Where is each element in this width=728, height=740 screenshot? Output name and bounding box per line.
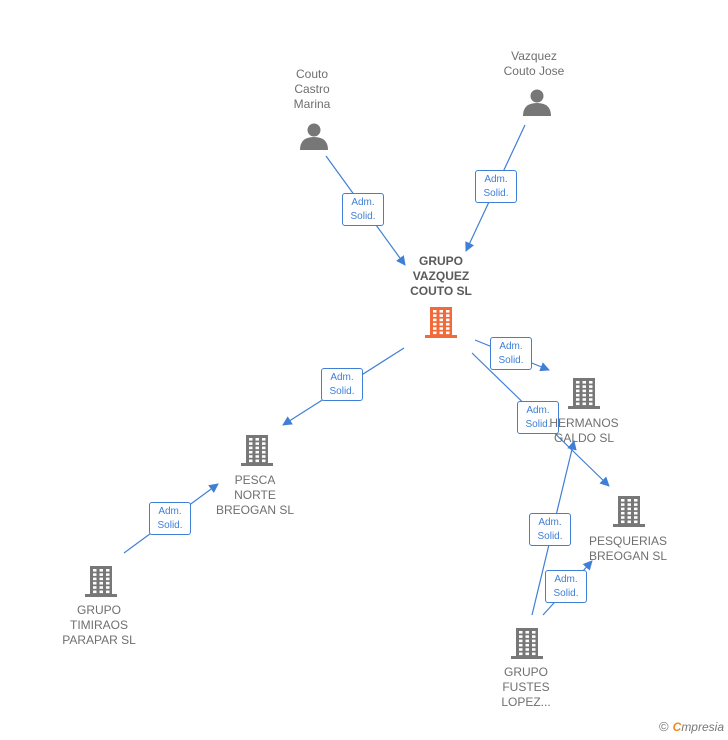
edge-label-grupo-fustes-to-hermanos-galdo[interactable]: Adm. Solid. xyxy=(529,513,571,546)
building-icon[interactable] xyxy=(511,628,543,659)
node-label-grupo-timiraos[interactable]: GRUPO TIMIRAOS PARAPAR SL xyxy=(62,603,136,647)
edge-label-grupo-vazquez-to-pesquerias-breogan[interactable]: Adm. Solid. xyxy=(517,401,559,434)
node-label-pesquerias-breogan[interactable]: PESQUERIAS BREOGAN SL xyxy=(588,534,668,563)
brand-initial: C xyxy=(672,720,682,734)
brand-name: mpresia xyxy=(681,720,724,734)
edge-label-grupo-vazquez-to-pesca-norte[interactable]: Adm. Solid. xyxy=(321,368,363,401)
brand-logo: ©Cmpresia xyxy=(659,719,724,734)
edge-label-couto-castro-to-grupo-vazquez[interactable]: Adm. Solid. xyxy=(342,193,384,226)
node-label-vazquez-couto[interactable]: Vazquez Couto Jose xyxy=(503,49,565,78)
edge-label-vazquez-couto-to-grupo-vazquez[interactable]: Adm. Solid. xyxy=(475,170,517,203)
person-icon[interactable] xyxy=(300,123,328,151)
building-icon[interactable] xyxy=(85,566,117,597)
building-icon[interactable] xyxy=(613,496,645,527)
node-label-hermanos-galdo[interactable]: HERMANOS GALDO SL xyxy=(549,416,619,445)
node-label-grupo-fustes[interactable]: GRUPO FUSTES LOPEZ... xyxy=(501,665,551,709)
edge-label-grupo-timiraos-to-pesca-norte[interactable]: Adm. Solid. xyxy=(149,502,191,535)
building-icon[interactable] xyxy=(241,435,273,466)
node-label-couto-castro[interactable]: Couto Castro Marina xyxy=(293,67,331,111)
building-icon[interactable] xyxy=(425,307,457,338)
copyright-symbol: © xyxy=(659,719,669,734)
person-icon[interactable] xyxy=(523,89,551,117)
edge-label-grupo-fustes-to-pesquerias-breogan[interactable]: Adm. Solid. xyxy=(545,570,587,603)
edge-label-grupo-vazquez-to-hermanos-galdo[interactable]: Adm. Solid. xyxy=(490,337,532,370)
node-label-pesca-norte[interactable]: PESCA NORTE BREOGAN SL xyxy=(215,473,295,517)
building-icon[interactable] xyxy=(568,378,600,409)
node-label-grupo-vazquez[interactable]: GRUPO VAZQUEZ COUTO SL xyxy=(410,254,472,298)
